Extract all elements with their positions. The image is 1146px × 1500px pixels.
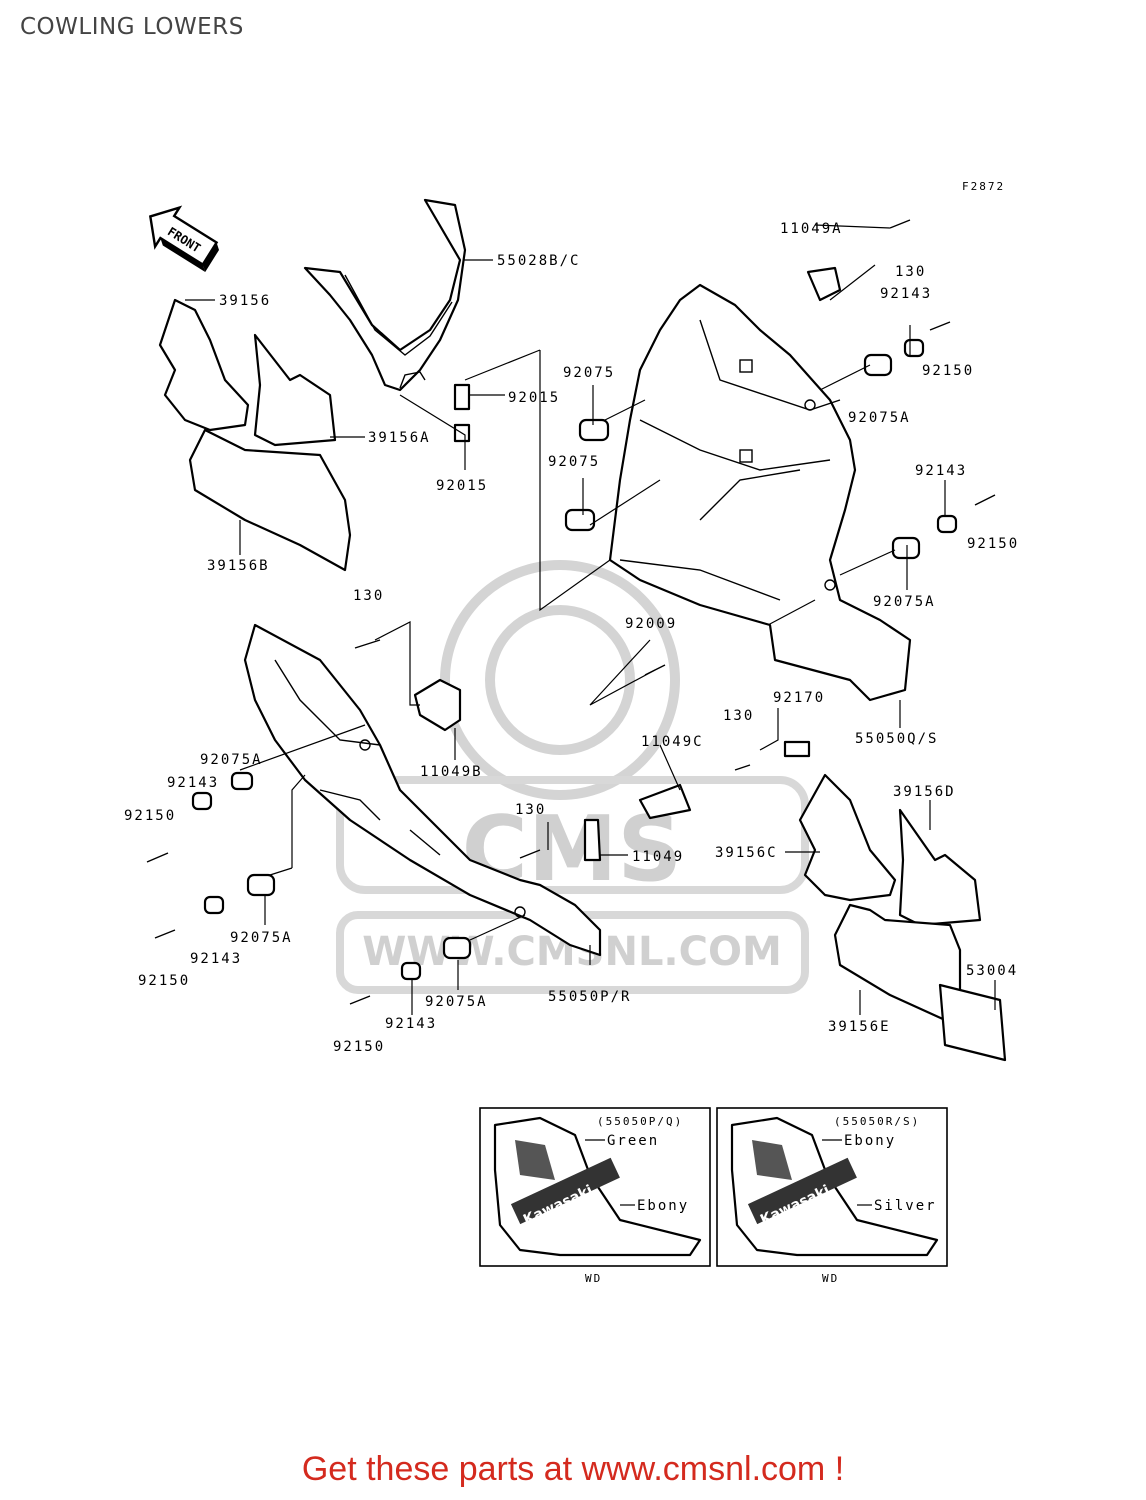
label-53004: 53004 bbox=[966, 963, 1018, 979]
label-130-a: 130 bbox=[895, 264, 926, 280]
label-92170: 92170 bbox=[773, 690, 825, 706]
figure-code: F2872 bbox=[962, 180, 1005, 193]
inset-right-lower-color: Silver bbox=[874, 1198, 937, 1214]
label-130-c: 130 bbox=[723, 708, 754, 724]
pad-39156a bbox=[253, 333, 337, 447]
right-cowling-55050qs bbox=[608, 283, 912, 702]
label-92009: 92009 bbox=[625, 616, 677, 632]
label-11049a: 11049A bbox=[780, 221, 843, 237]
label-11049c: 11049C bbox=[641, 734, 704, 750]
label-92150-e: 92150 bbox=[333, 1039, 385, 1055]
label-92075-top1: 92075 bbox=[563, 365, 615, 381]
label-92143-a: 92143 bbox=[880, 286, 932, 302]
pad-39156b bbox=[188, 428, 352, 572]
label-92075a-l2: 92075A bbox=[230, 930, 293, 946]
inset-right-upper-color: Ebony bbox=[844, 1133, 896, 1149]
patch-53004 bbox=[938, 983, 1007, 1062]
label-92143-e: 92143 bbox=[385, 1016, 437, 1032]
label-39156a: 39156A bbox=[368, 430, 431, 446]
label-39156c: 39156C bbox=[715, 845, 778, 861]
label-92075a-r1: 92075A bbox=[848, 410, 911, 426]
label-92075a-l3: 92075A bbox=[425, 994, 488, 1010]
label-130-d: 130 bbox=[515, 802, 546, 818]
label-11049: 11049 bbox=[632, 849, 684, 865]
label-92150-b: 92150 bbox=[967, 536, 1019, 552]
pad-39156d bbox=[898, 808, 982, 927]
label-39156b: 39156B bbox=[207, 558, 270, 574]
label-92075a-r2: 92075A bbox=[873, 594, 936, 610]
left-cowling-55050pr bbox=[243, 623, 602, 957]
label-92143-d: 92143 bbox=[190, 951, 242, 967]
inset-left-upper-color: Green bbox=[607, 1133, 659, 1149]
inset-left-code: (55050P/Q) bbox=[597, 1115, 683, 1128]
inset-left-lower-color: Ebony bbox=[637, 1198, 689, 1214]
label-39156d: 39156D bbox=[893, 784, 956, 800]
label-55050pr: 55050P/R bbox=[548, 989, 631, 1005]
inner-cover-55028bc bbox=[303, 198, 467, 392]
page-title: COWLING LOWERS bbox=[20, 14, 244, 40]
leader-lines bbox=[185, 224, 996, 1015]
label-92015-a: 92015 bbox=[508, 390, 560, 406]
pad-39156 bbox=[158, 298, 250, 432]
inset-left: Kawasaki (55050P/Q) Green Ebony WD bbox=[479, 1107, 711, 1285]
label-92075-top2: 92075 bbox=[548, 454, 600, 470]
label-92015-b: 92015 bbox=[436, 478, 488, 494]
part-labels: 55028B/C 39156 39156A 39156B 92015 92015… bbox=[124, 221, 1019, 1055]
label-92143-c: 92143 bbox=[167, 775, 219, 791]
inset-left-note: WD bbox=[585, 1272, 602, 1285]
label-92075a-l1: 92075A bbox=[200, 752, 263, 768]
label-39156: 39156 bbox=[219, 293, 271, 309]
label-92150-d: 92150 bbox=[138, 973, 190, 989]
label-11049b: 11049B bbox=[420, 764, 483, 780]
label-55050qs: 55050Q/S bbox=[855, 731, 938, 747]
front-arrow-icon: FRONT bbox=[148, 205, 220, 272]
label-130-b: 130 bbox=[353, 588, 384, 604]
inset-right-note: WD bbox=[822, 1272, 839, 1285]
label-92143-b: 92143 bbox=[915, 463, 967, 479]
label-39156e: 39156E bbox=[828, 1019, 891, 1035]
label-92150-c: 92150 bbox=[124, 808, 176, 824]
label-55028bc: 55028B/C bbox=[497, 253, 580, 269]
inset-right: Kawasaki (55050R/S) Ebony Silver WD bbox=[716, 1107, 948, 1285]
pad-39156c bbox=[798, 773, 897, 902]
inset-right-code: (55050R/S) bbox=[834, 1115, 920, 1128]
footer-link[interactable]: Get these parts at www.cmsnl.com ! bbox=[301, 1450, 845, 1488]
label-92150-a: 92150 bbox=[922, 363, 974, 379]
